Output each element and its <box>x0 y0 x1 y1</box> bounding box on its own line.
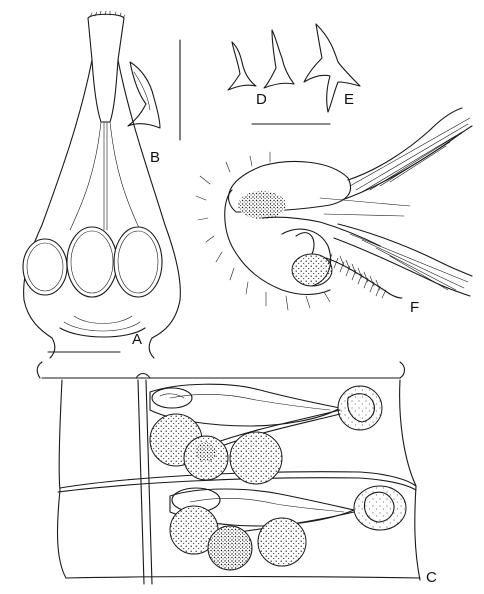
figure-e-hook <box>251 23 361 125</box>
label-d: D <box>256 91 267 108</box>
figure-c-proglottids <box>36 361 421 585</box>
figure-a-scolex <box>22 10 181 359</box>
label-e: E <box>344 91 354 108</box>
figure-b-hook <box>127 39 181 141</box>
label-f: F <box>410 299 419 316</box>
label-a: A <box>132 331 142 348</box>
figure-d-hooks <box>227 29 295 91</box>
label-b: B <box>150 149 160 166</box>
figure-f-genitalia <box>195 107 473 311</box>
label-c: C <box>426 569 437 586</box>
